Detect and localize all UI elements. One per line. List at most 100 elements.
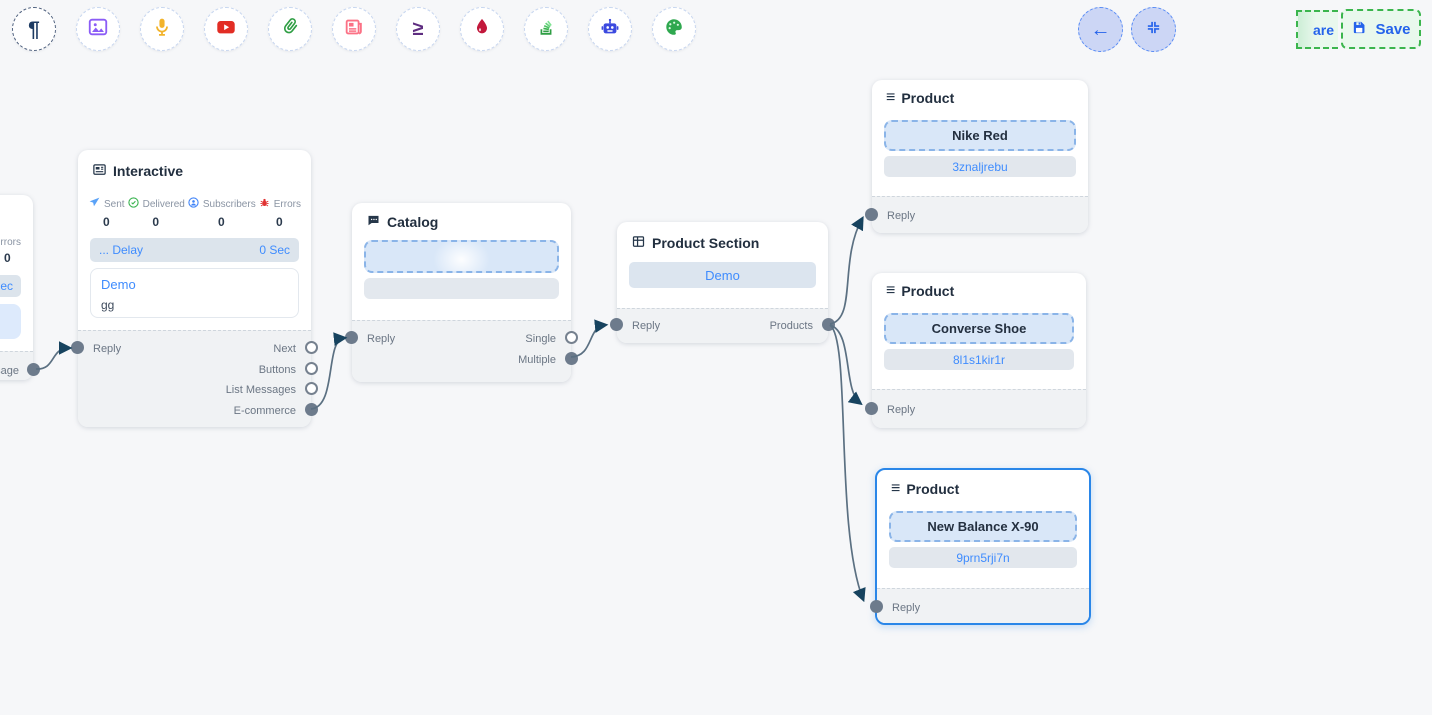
- message-title: Demo: [101, 277, 136, 292]
- output-label-ecommerce: E-commerce: [233, 405, 296, 417]
- stat-value: 0: [4, 251, 11, 265]
- stack-icon: [535, 16, 557, 43]
- node-product-section[interactable]: Product Section Demo Reply Products: [610, 222, 835, 343]
- product-icon: ≡: [891, 480, 901, 497]
- handle-reply-in[interactable]: [865, 402, 878, 415]
- handle-multiple-out[interactable]: [565, 352, 578, 365]
- text-node-button[interactable]: ¶: [12, 7, 56, 51]
- back-button[interactable]: ←: [1078, 7, 1123, 52]
- node-title-text: Product: [901, 283, 955, 299]
- handle-products-out[interactable]: [822, 318, 835, 331]
- handle-buttons-out[interactable]: [305, 362, 318, 375]
- stat-errors-partial: Errors 0: [0, 237, 21, 265]
- audio-node-button[interactable]: [140, 7, 184, 51]
- image-icon: [87, 16, 109, 43]
- handle-reply-in[interactable]: [865, 208, 878, 221]
- compress-icon: [1145, 19, 1162, 41]
- microphone-icon: [151, 16, 173, 43]
- node-interactive[interactable]: Interactive Sent 0 Delivered 0: [71, 150, 318, 427]
- input-label-reply: Reply: [367, 333, 396, 345]
- handle-single-out[interactable]: [565, 331, 578, 344]
- subscribers-icon: [187, 196, 200, 212]
- interactive-icon: [92, 162, 107, 180]
- stat-delivered: Delivered 0: [127, 196, 185, 229]
- catalog-image-placeholder[interactable]: [364, 240, 559, 273]
- node-footer: Reply Single Multiple: [345, 320, 578, 382]
- edge-products-to-product2: [829, 324, 863, 406]
- paperclip-icon: [279, 16, 301, 43]
- video-node-button[interactable]: [204, 7, 248, 51]
- design-node-button[interactable]: [652, 7, 696, 51]
- node-product-1[interactable]: ≡ Product Nike Red 3znaljrebu Reply: [865, 80, 1088, 233]
- sent-icon: [88, 196, 101, 212]
- partially-hidden-button[interactable]: are: [1296, 10, 1338, 49]
- output-label-multiple: Multiple: [518, 354, 556, 366]
- node-title-text: Product: [901, 90, 955, 106]
- handle-reply-in[interactable]: [870, 600, 883, 613]
- handle-list-messages-out[interactable]: [305, 382, 318, 395]
- stack-node-button[interactable]: [524, 7, 568, 51]
- output-label-single: Single: [525, 333, 556, 345]
- node-product-3[interactable]: ≡ Product New Balance X-90 9prn5rji7n Re…: [870, 468, 1091, 625]
- handle-reply-in[interactable]: [345, 331, 358, 344]
- handle-message-out[interactable]: [27, 363, 40, 376]
- node-footer: Reply: [865, 389, 1086, 428]
- handle-reply-in[interactable]: [71, 341, 84, 354]
- handle-reply-in[interactable]: [610, 318, 623, 331]
- condition-node-button[interactable]: ≥: [396, 7, 440, 51]
- fit-view-button[interactable]: [1131, 7, 1176, 52]
- message-box[interactable]: Demo gg: [90, 268, 299, 318]
- node-footer: Reply: [870, 588, 1089, 623]
- product-icon: ≡: [886, 282, 896, 299]
- product-id-box: 8l1s1kir1r: [884, 349, 1074, 370]
- node-title-text: Product: [906, 481, 960, 497]
- product-name-box[interactable]: New Balance X-90: [889, 511, 1077, 542]
- product-icon: ≡: [886, 89, 896, 106]
- edge-products-to-product1: [829, 216, 864, 325]
- robot-icon: [599, 16, 621, 43]
- youtube-icon: [215, 16, 237, 43]
- delay-value: 0 Sec: [259, 243, 290, 257]
- node-title-text: Product Section: [652, 235, 760, 251]
- droplet-icon: [471, 16, 493, 43]
- template-node-button[interactable]: [332, 7, 376, 51]
- greater-equal-icon: ≥: [412, 18, 424, 40]
- stat-sent: Sent 0: [88, 196, 125, 229]
- handle-ecommerce-out[interactable]: [305, 403, 318, 416]
- node-palette: ¶ ≥: [12, 7, 696, 51]
- node-catalog[interactable]: Catalog Reply Single Multiple: [345, 203, 578, 382]
- bot-node-button[interactable]: [588, 7, 632, 51]
- quick-reply-chip[interactable]: [0, 304, 21, 339]
- node-footer: Reply Next Buttons List Messages E-comme…: [71, 330, 318, 427]
- node-product-2[interactable]: ≡ Product Converse Shoe 8l1s1kir1r Reply: [865, 273, 1086, 428]
- catalog-caption-placeholder: [364, 278, 559, 299]
- image-node-button[interactable]: [76, 7, 120, 51]
- product-name-box[interactable]: Converse Shoe: [884, 313, 1074, 344]
- stat-errors: Errors 0: [258, 196, 301, 229]
- droplet-node-button[interactable]: [460, 7, 504, 51]
- product-name-box[interactable]: Nike Red: [884, 120, 1076, 151]
- newspaper-icon: [343, 16, 365, 43]
- edge-products-to-product3: [829, 324, 866, 603]
- handle-next-out[interactable]: [305, 341, 318, 354]
- product-section-icon: [631, 234, 646, 252]
- node-partial-left[interactable]: Errors 0 Sec essage: [0, 195, 40, 380]
- message-body: gg: [101, 298, 115, 312]
- file-node-button[interactable]: [268, 7, 312, 51]
- errors-icon: [258, 196, 271, 212]
- section-demo-button[interactable]: Demo: [629, 262, 816, 288]
- save-button[interactable]: Save: [1341, 9, 1421, 49]
- stat-subscribers: Subscribers 0: [187, 196, 256, 229]
- toolbar: ¶ ≥ ←: [0, 0, 1432, 58]
- delay-value: Sec: [0, 279, 13, 293]
- delay-row[interactable]: ... Delay 0 Sec: [90, 238, 299, 262]
- node-footer: Reply Products: [610, 308, 835, 343]
- delivered-icon: [127, 196, 140, 212]
- edge-message-to-interactive: [35, 341, 73, 370]
- input-label-reply: Reply: [887, 404, 916, 416]
- input-label-reply: Reply: [93, 343, 122, 355]
- delay-row-partial[interactable]: Sec: [0, 275, 21, 297]
- product-id-box: 3znaljrebu: [884, 156, 1076, 177]
